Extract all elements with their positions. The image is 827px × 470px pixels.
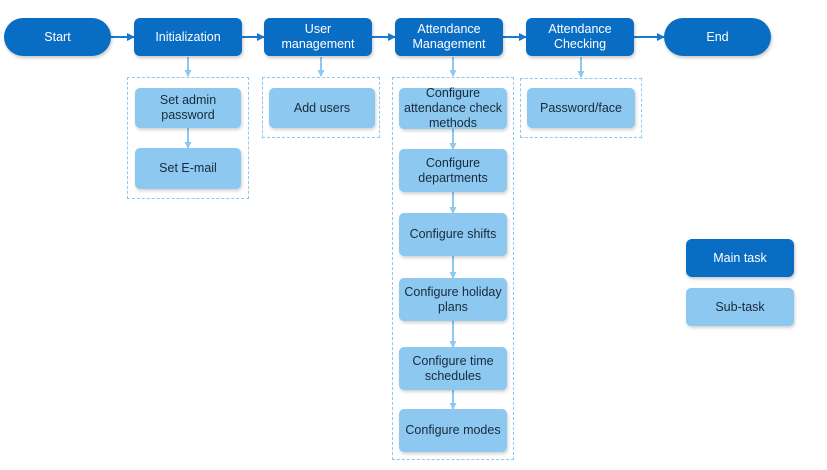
subtask-configure-time-schedules: Configure time schedules [399,347,507,390]
subtask-add-users: Add users [269,88,375,128]
legend-main-task: Main task [686,239,794,277]
subtask-configure-holiday-plans: Configure holiday plans [399,278,507,321]
subtask-set-email: Set E-mail [135,148,241,189]
end-node: End [664,18,771,56]
attendance-management-node: Attendance Management [395,18,503,56]
subtask-password-face: Password/face [527,88,635,128]
user-management-node: User management [264,18,372,56]
attendance-management-subtask-group [392,77,514,460]
user-management-subtask-group [262,77,380,138]
subtask-configure-shifts: Configure shifts [399,213,507,256]
subtask-configure-modes: Configure modes [399,409,507,452]
start-node: Start [4,18,111,56]
initialization-subtask-group [127,77,249,199]
subtask-configure-attendance-check-methods: Configure attendance check methods [399,86,507,130]
subtask-configure-departments: Configure departments [399,149,507,192]
initialization-node: Initialization [134,18,242,56]
legend-sub-task: Sub-task [686,288,794,326]
attendance-checking-subtask-group [520,78,642,138]
attendance-checking-node: Attendance Checking [526,18,634,56]
subtask-set-admin-password: Set admin password [135,88,241,128]
